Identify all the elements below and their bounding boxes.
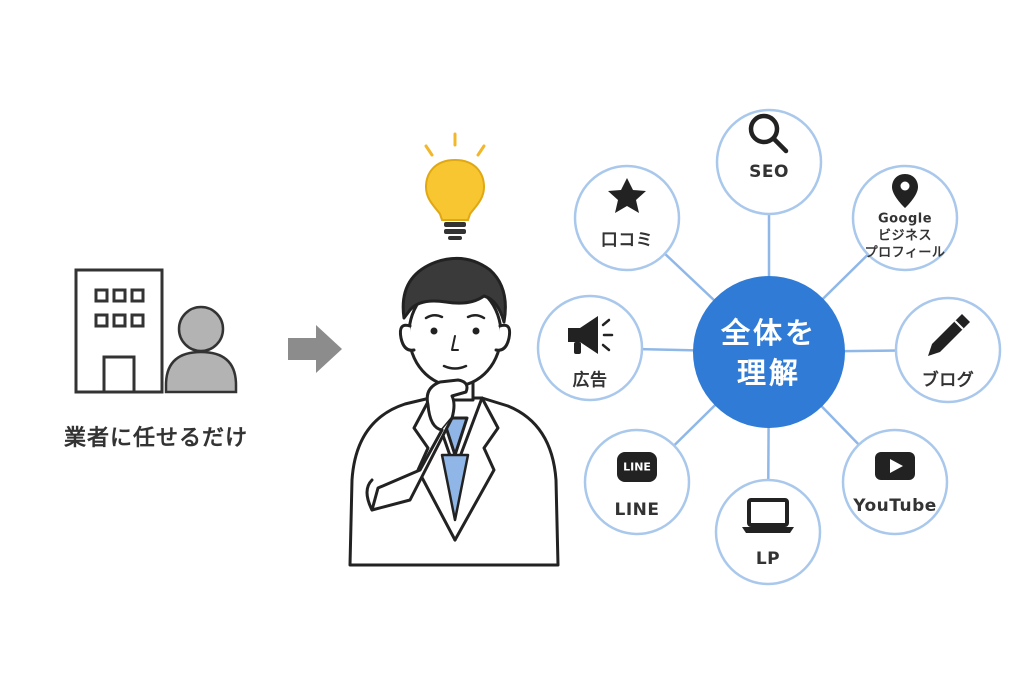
star-icon (608, 178, 646, 213)
line-app-icon (617, 452, 657, 482)
line-badge-text: LINE (623, 460, 651, 474)
node-label-line: LINE (614, 500, 660, 520)
node-seo (715, 108, 823, 216)
megaphone-icon (568, 316, 614, 354)
node-label-blog: ブログ (921, 370, 975, 391)
pencil-icon (928, 314, 970, 356)
node-label-google-line2: ビジネス (877, 228, 932, 244)
center-label-line2: 理解 (736, 356, 802, 390)
node-blog (894, 296, 1002, 404)
node-label-lp: LP (755, 549, 781, 569)
center-node (693, 276, 845, 428)
node-label-google-line1: Google (877, 211, 933, 227)
node-label-youtube: YouTube (853, 496, 937, 516)
arrow-right-icon (288, 325, 342, 373)
node-label-google-line3: プロフィール (864, 245, 946, 261)
laptop-icon (742, 498, 794, 533)
node-label-google: Google ビジネス プロフィール (865, 211, 946, 262)
center-label-line1: 全体を (720, 316, 818, 350)
node-label-seo: SEO (749, 162, 789, 182)
thinking-man-illustration (348, 256, 560, 567)
node-kuchikomi (573, 164, 681, 272)
node-label-kuchikomi: 口コミ (600, 230, 654, 251)
node-google (851, 164, 959, 272)
node-label-ad: 広告 (572, 370, 608, 391)
map-pin-icon (892, 174, 918, 208)
node-youtube (841, 428, 949, 536)
lightbulb-icon (424, 132, 486, 240)
left-caption: 業者に任せるだけ (63, 426, 249, 451)
person-icon (164, 305, 238, 394)
center-label: 全体を 理解 (721, 313, 817, 393)
youtube-play-icon (875, 452, 915, 480)
building-icon (74, 268, 164, 394)
search-icon (748, 113, 789, 154)
